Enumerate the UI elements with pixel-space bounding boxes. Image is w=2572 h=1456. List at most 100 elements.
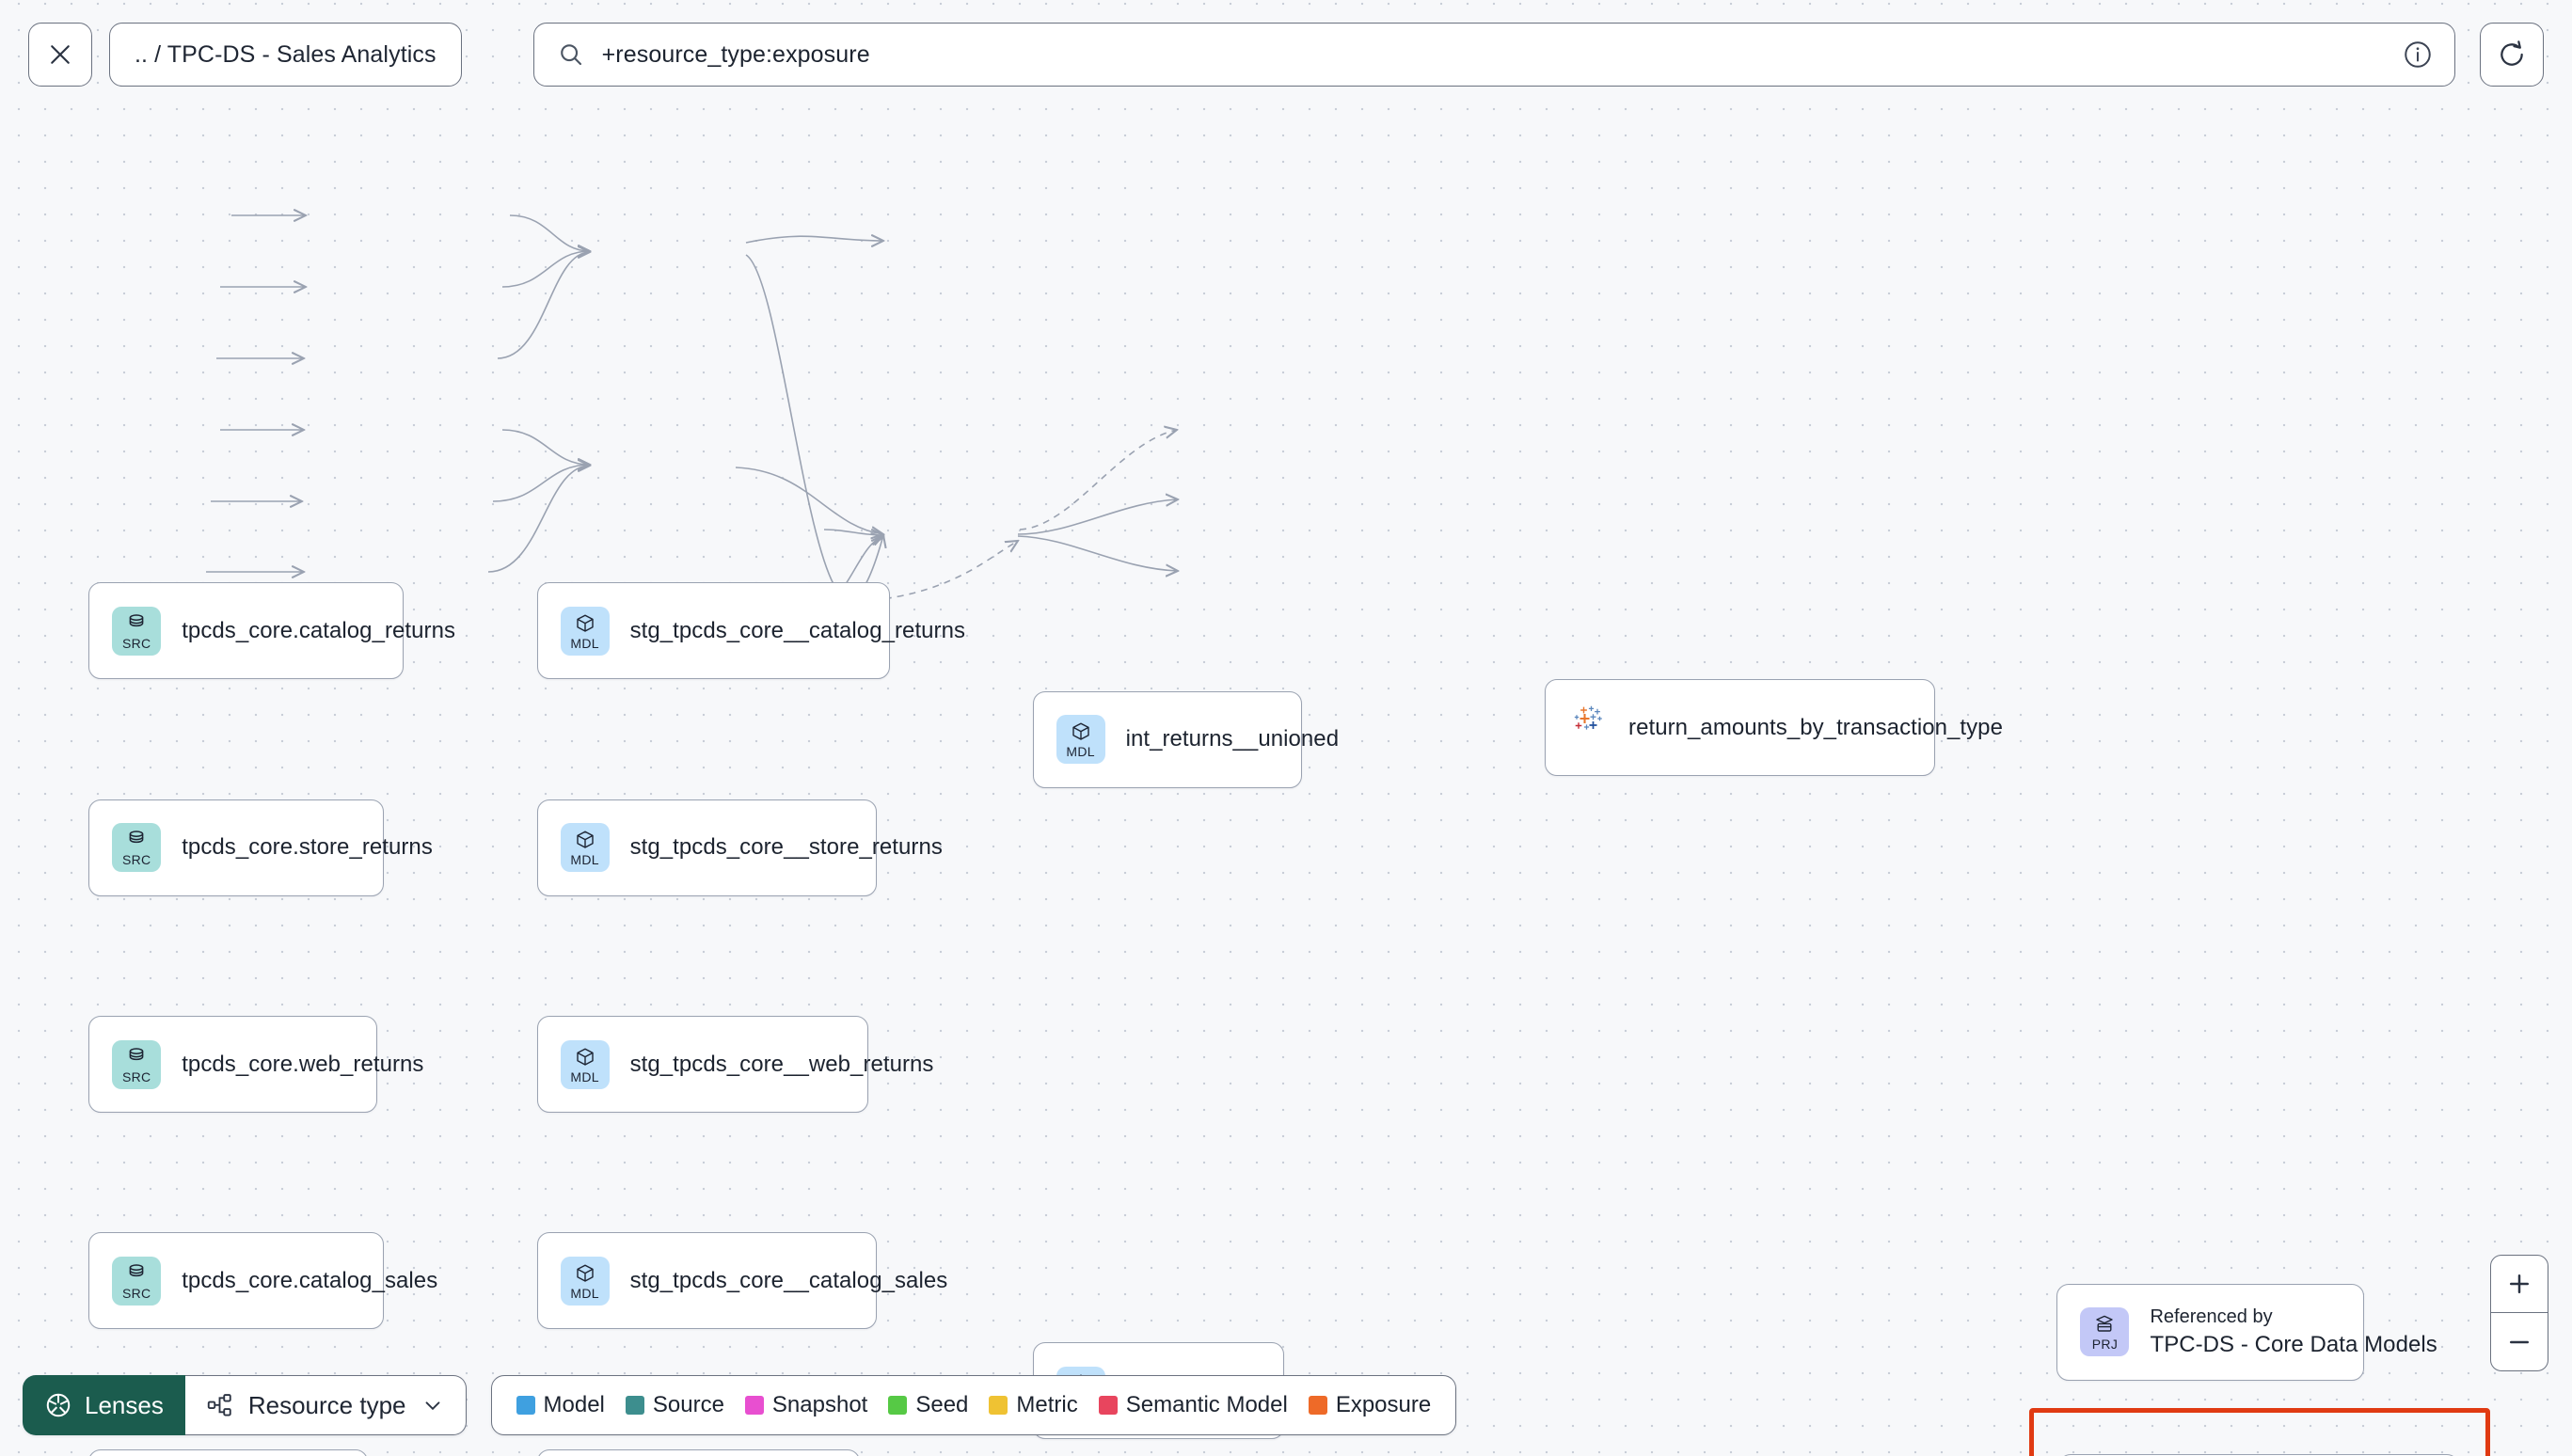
legend-swatch [516,1396,535,1415]
node-labels: stg_tpcds_core__web_returns [630,1052,934,1078]
graph-node-stg_store_returns[interactable]: MDL stg_tpcds_core__store_returns [536,799,943,896]
legend-label: Seed [915,1392,969,1417]
node-type-badge-label: SRC [121,852,151,868]
minus-icon [2510,1340,2529,1343]
node-type-badge-label: MDL [570,852,599,868]
node-type-badge-mdl: MDL [1056,715,1105,765]
node-type-badge-label: SRC [121,635,151,651]
legend-item-model[interactable]: Model [516,1392,605,1418]
cube-icon [576,1048,594,1066]
cube-icon [576,614,594,632]
refresh-button[interactable] [2480,23,2544,87]
refresh-icon [2501,40,2523,66]
node-name: stg_tpcds_core__catalog_returns [629,617,966,643]
legend-item-exposure[interactable]: Exposure [1308,1392,1431,1418]
plus-icon [2510,1274,2529,1293]
project-stack-icon [2096,1315,2114,1332]
node-type-badge-prj: PRJ [2080,1307,2130,1357]
graph-node-src_catalog_sales[interactable]: SRC tpcds_core.catalog_sales [88,1232,438,1330]
search-icon [560,44,581,66]
zoom-controls [2490,1255,2548,1371]
legend-item-snapshot[interactable]: Snapshot [744,1392,867,1418]
node-name: TPC-DS - Core Data Models [2150,1331,2437,1357]
node-type-badge-mdl: MDL [560,1256,610,1306]
graph-node-stg_catalog_returns[interactable]: MDL stg_tpcds_core__catalog_returns [536,582,966,680]
node-type-badge-label: MDL [570,635,599,651]
database-icon [129,831,144,844]
node-labels: tpcds_core.catalog_sales [182,1267,438,1294]
node-type-badge-label: MDL [570,1285,599,1301]
node-name: tpcds_core.catalog_returns [182,617,456,643]
graph-node-src_store_returns[interactable]: SRC tpcds_core.store_returns [88,799,433,896]
legend-swatch [625,1396,644,1415]
legend-item-seed[interactable]: Seed [888,1392,968,1418]
zoom-out-button[interactable] [2491,1313,2548,1370]
breadcrumb[interactable]: .. / TPC-DS - Sales Analytics [109,23,462,87]
node-name: tpcds_core.catalog_sales [182,1267,438,1293]
node-type-badge-label: SRC [121,1285,151,1301]
node-labels: stg_tpcds_core__catalog_sales [630,1268,948,1294]
lenses-label: Lenses [85,1390,164,1419]
node-labels: tpcds_core.store_returns [182,834,433,861]
top-toolbar: .. / TPC-DS - Sales Analytics +resource_… [0,0,2572,109]
legend-item-semantic-model[interactable]: Semantic Model [1098,1392,1288,1418]
node-type-badge-label: SRC [121,1068,151,1084]
node-labels: stg_tpcds_core__catalog_returns [629,617,966,644]
legend-swatch [1098,1396,1118,1415]
graph-node-return_amounts[interactable]: return_amounts_by_transaction_type [1545,679,2003,777]
graph-node-stg_catalog_sales[interactable]: MDL stg_tpcds_core__catalog_sales [536,1232,948,1330]
node-name: tpcds_core.web_returns [182,1051,424,1077]
lenses-button[interactable]: Lenses [23,1375,185,1435]
legend-label: Model [543,1392,605,1417]
resource-type-dropdown[interactable]: Resource type [184,1375,467,1435]
node-type-badge-mdl: MDL [560,1039,610,1089]
cube-icon [576,831,594,848]
node-name: stg_tpcds_core__store_returns [629,834,943,861]
close-button[interactable] [28,23,92,87]
legend-label: Metric [1016,1392,1078,1417]
search-input[interactable]: +resource_type:exposure [532,23,2455,87]
node-labels: tpcds_core.catalog_returns [182,617,456,644]
legend-swatch [1308,1396,1327,1415]
node-labels: Referenced by TPC-DS - Core Data Models [2150,1306,2437,1358]
lenses-control: Lenses Resource type [23,1375,467,1435]
node-labels: stg_tpcds_core__store_returns [629,834,943,861]
node-type-badge-label: MDL [570,1068,599,1084]
node-labels: int_returns__unioned [1125,726,1340,752]
close-icon [51,45,70,64]
graph-node-referenced_by_project[interactable]: PRJ Referenced by TPC-DS - Core Data Model… [2056,1283,2437,1381]
node-type-badge-src: SRC [112,823,162,873]
info-circle-icon [2405,41,2431,68]
hierarchy-icon [207,1394,231,1416]
legend-label: Source [652,1392,724,1417]
aperture-icon [46,1393,71,1417]
chevron-down-icon [425,1401,439,1411]
graph-node-int_returns_unioned[interactable]: MDL int_returns__unioned [1032,690,1340,788]
graph-node-src_web_returns[interactable]: SRC tpcds_core.web_returns [88,1016,424,1114]
node-name: int_returns__unioned [1125,726,1340,752]
node-labels: return_amounts_by_transaction_type [1628,715,2003,741]
tableau-badge [1568,705,1608,750]
node-type-badge-src: SRC [112,606,162,656]
legend-item-source[interactable]: Source [625,1392,724,1418]
database-icon [129,614,144,627]
legend-swatch [744,1396,764,1415]
legend-item-metric[interactable]: Metric [989,1392,1078,1418]
tableau-icon [1574,706,1602,730]
node-labels: tpcds_core.web_returns [182,1051,424,1078]
info-button[interactable] [2402,39,2434,71]
node-subtitle: Referenced by [2150,1306,2273,1327]
legend-label: Semantic Model [1125,1392,1288,1417]
database-icon [129,1264,144,1277]
node-type-badge-mdl: MDL [560,823,610,873]
graph-node-src_catalog_returns[interactable]: SRC tpcds_core.catalog_returns [88,582,456,680]
node-type-badge-mdl: MDL [560,606,610,656]
graph-node-stg_web_returns[interactable]: MDL stg_tpcds_core__web_returns [536,1016,934,1114]
zoom-in-button[interactable] [2491,1256,2548,1313]
resource-type-label: Resource type [247,1390,406,1419]
node-type-badge-label: PRJ [2091,1337,2119,1353]
